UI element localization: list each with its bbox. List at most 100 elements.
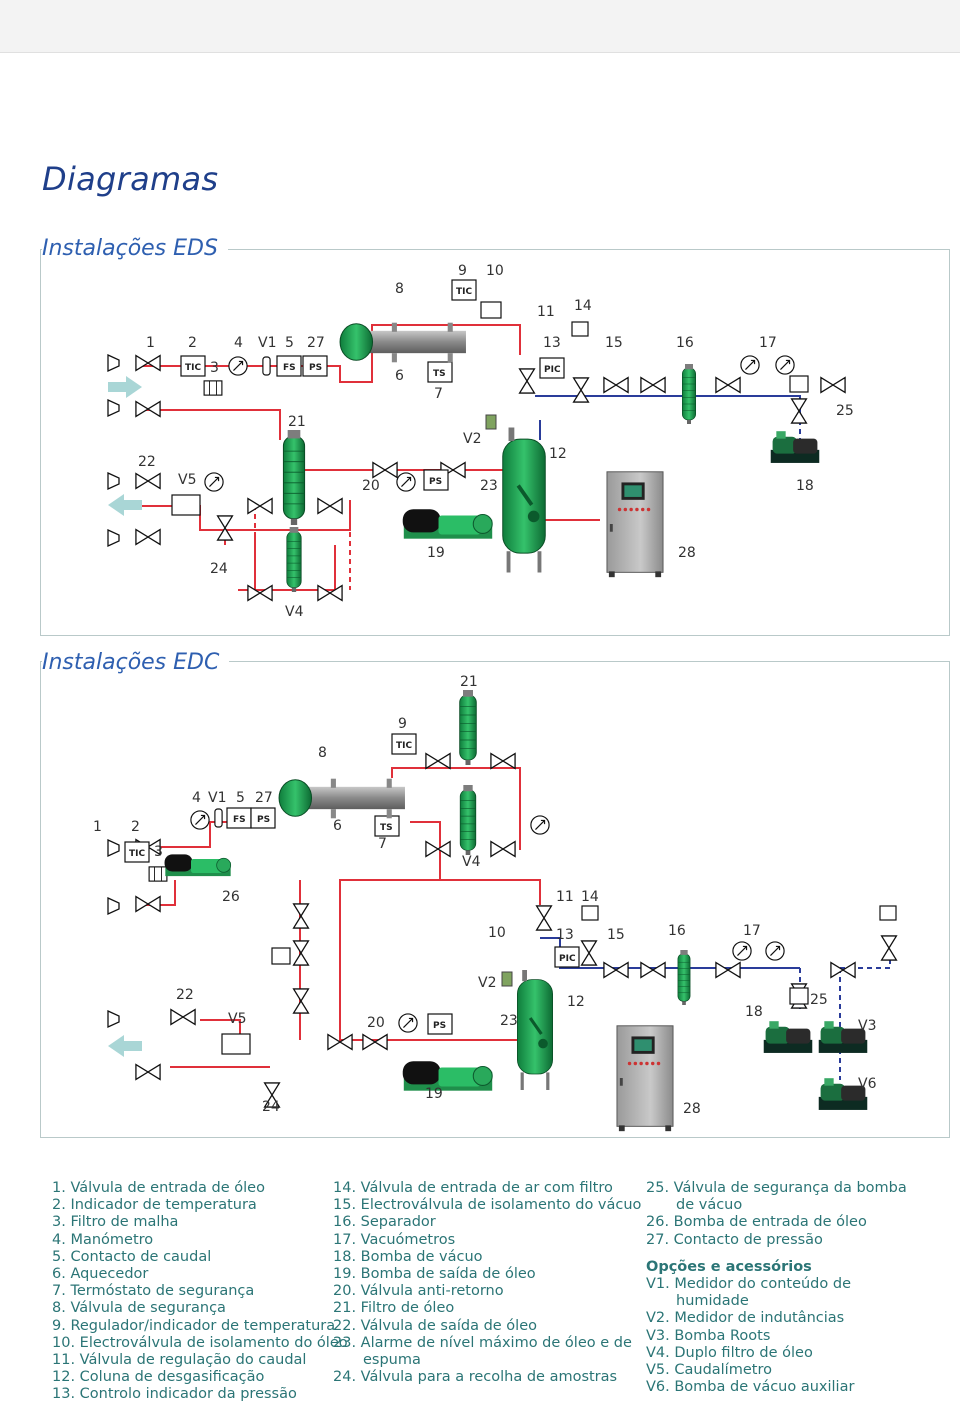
option-item: V4. Duplo filtro de óleo bbox=[646, 1344, 813, 1361]
edc-label-v1: V1 bbox=[208, 790, 226, 806]
legend-item: 23. Alarme de nível máximo de óleo e de bbox=[333, 1334, 632, 1351]
eds-tag-ts: TS bbox=[433, 369, 446, 379]
edc-label-v5: V5 bbox=[228, 1011, 246, 1027]
eds-label-11: 11 bbox=[537, 304, 555, 320]
eds-section-title: Instalações EDS bbox=[42, 236, 228, 261]
edc-label-16: 16 bbox=[668, 923, 686, 939]
edc-label-15: 15 bbox=[607, 927, 625, 943]
eds-label-v2: V2 bbox=[463, 431, 481, 447]
legend-item: 10. Electroválvula de isolamento do óleo bbox=[52, 1334, 348, 1351]
legend-item: 2. Indicador de temperatura bbox=[52, 1197, 257, 1214]
edc-label-8: 8 bbox=[318, 745, 327, 761]
eds-label-17: 17 bbox=[759, 335, 777, 351]
legend-item: 9. Regulador/indicador de temperatura bbox=[52, 1317, 336, 1334]
legend-item: 20. Válvula anti-retorno bbox=[333, 1283, 504, 1300]
eds-label-9: 9 bbox=[458, 263, 467, 279]
edc-label-5: 5 bbox=[236, 790, 245, 806]
eds-label-14: 14 bbox=[574, 298, 592, 314]
edc-label-1: 1 bbox=[93, 819, 102, 835]
eds-tag-pic: PIC bbox=[544, 365, 561, 375]
eds-label-v1: V1 bbox=[258, 335, 276, 351]
edc-label-13: 13 bbox=[556, 927, 574, 943]
legend-item: 6. Aquecedor bbox=[52, 1266, 149, 1283]
edc-label-19: 19 bbox=[425, 1086, 443, 1102]
legend-col3: 25. Válvula de segurança da bomba de vác… bbox=[646, 1180, 907, 1396]
legend-item: 26. Bomba de entrada de óleo bbox=[646, 1214, 867, 1231]
edc-label-27: 27 bbox=[255, 790, 273, 806]
eds-label-25: 25 bbox=[836, 403, 854, 419]
edc-tag-pic: PIC bbox=[559, 954, 576, 964]
edc-label-25: 25 bbox=[810, 992, 828, 1008]
eds-tag-fs: FS bbox=[283, 363, 296, 373]
edc-label-24: 24 bbox=[262, 1099, 280, 1115]
eds-label-6: 6 bbox=[395, 368, 404, 384]
edc-label-12: 12 bbox=[567, 994, 585, 1010]
eds-label-21: 21 bbox=[288, 414, 306, 430]
eds-label-5: 5 bbox=[285, 335, 294, 351]
edc-label-10: 10 bbox=[488, 925, 506, 941]
legend-item: 18. Bomba de vácuo bbox=[333, 1248, 483, 1265]
page-title: Diagramas bbox=[42, 160, 219, 198]
legend-item: 19. Bomba de saída de óleo bbox=[333, 1266, 536, 1283]
eds-label-27: 27 bbox=[307, 335, 325, 351]
legend-item: 25. Válvula de segurança da bomba bbox=[646, 1180, 907, 1196]
edc-diagram: TIC FS PS TS TIC PIC PS 21 9 8 4 V1 bbox=[93, 674, 898, 1132]
edc-label-14: 14 bbox=[581, 889, 599, 905]
legend-item: 11. Válvula de regulação do caudal bbox=[52, 1352, 307, 1369]
eds-tag-ps: PS bbox=[309, 363, 322, 373]
legend-item: 13. Controlo indicador da pressão bbox=[52, 1386, 297, 1403]
legend-item: 21. Filtro de óleo bbox=[333, 1300, 455, 1317]
legend-item: 24. Válvula para a recolha de amostras bbox=[333, 1369, 618, 1386]
eds-label-18: 18 bbox=[796, 478, 814, 494]
legend-item: 7. Termóstato de segurança bbox=[52, 1283, 255, 1300]
eds-label-24: 24 bbox=[210, 561, 228, 577]
edc-tag-ps: PS bbox=[257, 815, 270, 825]
legend-item: 12. Coluna de desgasificação bbox=[52, 1369, 265, 1386]
edc-section-title: Instalações EDC bbox=[42, 650, 230, 675]
edc-label-v3: V3 bbox=[858, 1018, 876, 1034]
eds-label-23: 23 bbox=[480, 478, 498, 494]
edc-label-3: 3 bbox=[154, 844, 163, 860]
eds-label-22: 22 bbox=[138, 454, 156, 470]
edc-label-2: 2 bbox=[131, 819, 140, 835]
edc-label-6: 6 bbox=[333, 818, 342, 834]
option-item: humidade bbox=[676, 1293, 749, 1310]
eds-label-v4: V4 bbox=[285, 604, 304, 620]
edc-frame bbox=[40, 661, 950, 1138]
option-item: V5. Caudalímetro bbox=[646, 1362, 772, 1379]
edc-label-7: 7 bbox=[378, 836, 387, 852]
edc-label-v6: V6 bbox=[858, 1076, 877, 1092]
legend-item: 4. Manómetro bbox=[52, 1231, 154, 1248]
option-item: V6. Bomba de vácuo auxiliar bbox=[646, 1379, 855, 1396]
eds-frame bbox=[40, 249, 950, 636]
edc-label-v2: V2 bbox=[478, 975, 496, 991]
eds-label-3: 3 bbox=[210, 360, 219, 376]
eds-label-13: 13 bbox=[543, 335, 561, 351]
eds-label-20: 20 bbox=[362, 478, 380, 494]
eds-label-28: 28 bbox=[678, 545, 696, 561]
eds-label-15: 15 bbox=[605, 335, 623, 351]
legend-item: 5. Contacto de caudal bbox=[52, 1248, 212, 1265]
edc-label-11: 11 bbox=[556, 889, 574, 905]
eds-tag-tic-9: TIC bbox=[456, 287, 472, 297]
eds-label-19: 19 bbox=[427, 545, 445, 561]
legend-item: 15. Electroválvula de isolamento do vácu… bbox=[333, 1197, 642, 1214]
eds-label-16: 16 bbox=[676, 335, 694, 351]
edc-tag-tic: TIC bbox=[129, 849, 145, 859]
eds-label-2: 2 bbox=[188, 335, 197, 351]
edc-label-22: 22 bbox=[176, 987, 194, 1003]
edc-tag-tic-9: TIC bbox=[396, 741, 412, 751]
option-item: V3. Bomba Roots bbox=[646, 1327, 771, 1344]
eds-label-8: 8 bbox=[395, 281, 404, 297]
edc-label-v4: V4 bbox=[462, 854, 481, 870]
edc-label-17: 17 bbox=[743, 923, 761, 939]
eds-label-v5: V5 bbox=[178, 472, 196, 488]
edc-label-4: 4 bbox=[192, 790, 201, 806]
top-bar bbox=[0, 0, 960, 53]
edc-label-26: 26 bbox=[222, 889, 240, 905]
legend-item: 17. Vacuómetros bbox=[333, 1231, 456, 1248]
edc-label-20: 20 bbox=[367, 1015, 385, 1031]
legend-item: 27. Contacto de pressão bbox=[646, 1231, 823, 1248]
edc-label-18: 18 bbox=[745, 1004, 763, 1020]
